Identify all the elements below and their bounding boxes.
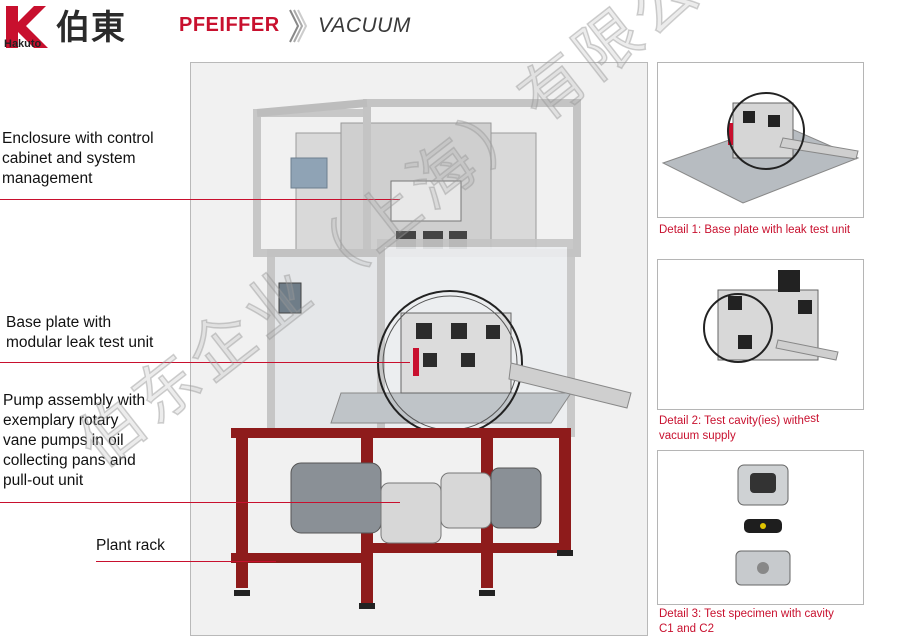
label-pump-line-5: pull-out unit [3,472,84,489]
label-base-plate: Base plate with modular leak test unit [6,313,153,353]
label-enclosure-line-2: cabinet and system [2,150,136,167]
detail-3-image [657,450,864,605]
label-pump-assembly: Pump assembly with exemplary rotary vane… [3,391,145,491]
label-enclosure: Enclosure with control cabinet and syste… [2,129,154,189]
detail-3-caption: Detail 3: Test specimen with cavity C1 a… [659,607,834,637]
detail-1-image [657,62,864,218]
label-plant-rack: Plant rack [96,537,165,554]
detail-2-image [657,259,864,410]
label-enclosure-line-3: management [2,170,93,187]
pfeiffer-wordmark: PFEIFFER [179,14,280,36]
label-pump-line-4: collecting pans and [3,452,136,469]
leader-pump-assembly [0,502,400,503]
label-pump-line-2: exemplary rotary [3,412,119,429]
detail-3-drawing [735,464,791,586]
detail-2-caption-fragment: est [803,413,820,425]
label-enclosure-line-1: Enclosure with control [2,130,154,147]
label-base-plate-line-2: modular leak test unit [6,334,154,351]
label-base-plate-line-1: Base plate with [6,314,112,331]
detail-3-caption-line-2: C1 and C2 [659,623,714,635]
leader-plant-rack [96,561,276,562]
detail-1-caption: Detail 1: Base plate with leak test unit [659,224,851,236]
leader-base-plate [0,362,410,363]
detail-2-drawing [703,270,839,363]
hakuto-english-name: Hakuto [4,38,42,50]
detail-2-caption-line-1: Detail 2: Test cavity(ies) with [659,415,804,427]
detail-2-caption-line-2: vacuum supply [659,430,736,442]
label-pump-line-1: Pump assembly with [3,392,146,409]
pfeiffer-swoosh-icon [289,9,308,43]
detail-2-caption: Detail 2: Test cavity(ies) withest vacuu… [659,413,820,444]
leak-test-system-illustration [190,62,648,636]
detail-1-drawing [661,92,860,204]
hakuto-logo-icon [6,6,48,48]
vacuum-wordmark: VACUUM [318,14,411,37]
leader-enclosure [0,199,400,200]
detail-3-caption-line-1: Detail 3: Test specimen with cavity [659,608,834,620]
label-pump-line-3: vane pumps in oil [3,432,124,449]
system-drawing [191,63,647,635]
hakuto-chinese-name: 伯東 [56,8,126,48]
